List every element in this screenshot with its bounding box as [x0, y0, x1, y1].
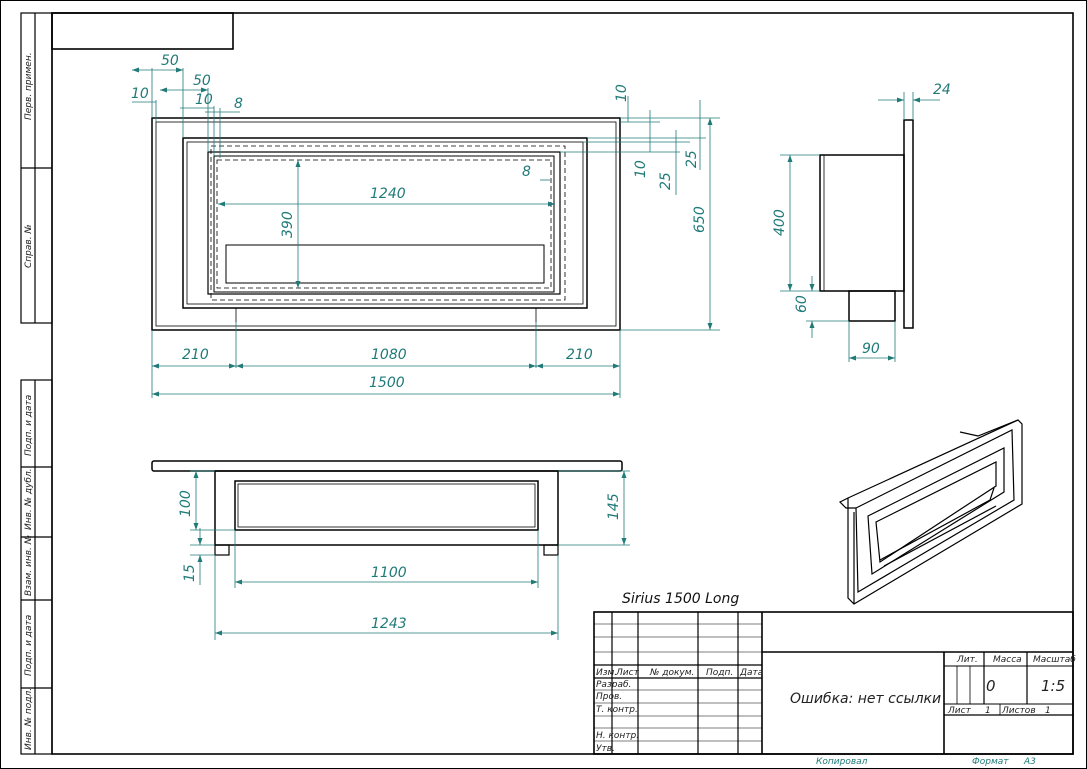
dim-label: 10	[633, 160, 649, 178]
dim-label: 100	[178, 490, 194, 517]
dim-label: 90	[862, 341, 880, 357]
tb-header: Изм.	[596, 668, 617, 678]
side-stamp-label: Инв. № подл.	[24, 688, 34, 750]
dim-label: 1243	[371, 616, 407, 632]
sheet-label: Лист	[947, 706, 972, 716]
side-stamp-label: Справ. №	[24, 224, 34, 268]
dim-label: 1100	[371, 565, 407, 581]
tb-header: Дата	[739, 668, 763, 678]
front-view	[151, 117, 621, 331]
mass-value: 0	[986, 677, 996, 695]
scale-label: Масштаб	[1033, 655, 1076, 665]
dim-label: 15	[182, 564, 198, 582]
doc-name: Ошибка: нет ссылки	[790, 691, 941, 707]
dim-label: 10	[131, 86, 149, 102]
tb-role: Пров.	[596, 692, 622, 702]
dim-label: 8	[522, 164, 531, 180]
dim-label: 400	[772, 209, 788, 236]
sheets-label: Листов	[1001, 706, 1036, 716]
tb-header: № докум.	[649, 668, 694, 678]
dim-label: 145	[606, 493, 622, 520]
dim-label: 8	[234, 96, 243, 112]
side-stamp	[20, 12, 53, 755]
sheet-value: 1	[985, 706, 991, 716]
side-stamp-label: Подп. и дата	[24, 615, 34, 676]
product-name: Sirius 1500 Long	[622, 591, 739, 607]
side-stamp-label: Перв. примен.	[24, 52, 34, 120]
side-stamp-label: Инв. № дубл.	[24, 468, 34, 530]
tb-header: Подп.	[706, 668, 733, 678]
dim-label: 1240	[370, 186, 406, 202]
copied-label: Копировал	[816, 757, 868, 767]
dim-label: 50	[161, 53, 179, 69]
side-stamp-label: Подп. и дата	[24, 395, 34, 456]
lit-label: Лит.	[956, 655, 978, 665]
title-block-text: Изм. Лист № докум. Подп. Дата Разраб. Пр…	[596, 655, 1076, 767]
dim-label: 390	[280, 211, 296, 238]
tb-role: Н. контр.	[596, 731, 639, 741]
dim-label: 25	[684, 150, 700, 168]
tb-role: Т. контр.	[596, 705, 638, 715]
mass-label: Масса	[993, 655, 1022, 665]
dim-label: 210	[566, 347, 593, 363]
format-value: A3	[1023, 757, 1036, 767]
dim-label: 24	[933, 82, 951, 98]
dim-label: 650	[692, 206, 708, 233]
isometric-view	[838, 419, 1023, 605]
side-view-dimensions: 24 400 60 90	[772, 82, 951, 362]
side-view	[819, 119, 914, 329]
tb-role: Разраб.	[596, 680, 631, 690]
dim-label: 10	[614, 84, 630, 102]
tb-header: Лист	[615, 668, 640, 678]
format-label: Формат	[972, 757, 1009, 767]
tb-role: Утв.	[596, 744, 615, 754]
scale-value: 1:5	[1041, 677, 1065, 695]
top-view-dimensions: 100 145 15 1100 1243	[178, 470, 630, 640]
sheets-value: 1	[1045, 706, 1051, 716]
dim-label: 1500	[369, 375, 405, 391]
dim-label: 1080	[371, 347, 407, 363]
dim-label: 50	[193, 73, 211, 89]
dim-label: 25	[658, 172, 674, 190]
front-view-dimensions: 210 1080 210 1500 1240 390 650 50 50 10 …	[131, 53, 720, 398]
dim-label: 60	[794, 295, 810, 313]
dim-label: 10	[195, 92, 213, 108]
dim-label: 210	[182, 347, 209, 363]
side-stamp-label: Взам. инв. №	[24, 535, 34, 596]
title-block	[593, 611, 1074, 755]
top-view	[151, 460, 623, 556]
